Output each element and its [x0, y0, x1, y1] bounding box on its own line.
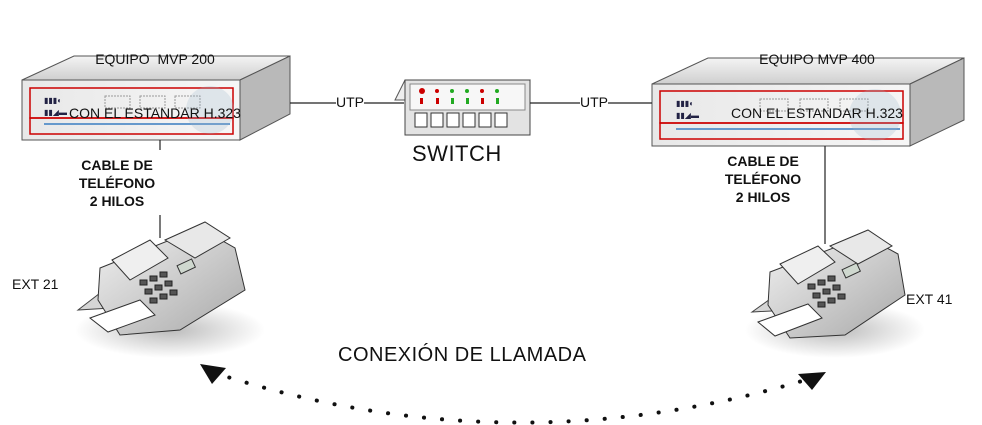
call-connection-arc — [210, 370, 814, 425]
cable-right-line2: TELÉFONO — [724, 171, 802, 187]
switch-label: SWITCH — [412, 141, 502, 166]
extension-right: EXT 41 — [906, 291, 953, 307]
cable-left-line1: CABLE DE — [81, 157, 153, 173]
device-right-title: EQUIPO MVP 400 CON EL ESTANDAR H.323 — [702, 14, 932, 140]
cable-right-line1: CABLE DE — [727, 153, 799, 169]
svg-text:▮▮◢▬: ▮▮◢▬ — [44, 108, 67, 117]
svg-text:▮▮▮◐: ▮▮▮◐ — [44, 96, 62, 105]
device-left-title-line2: CON EL ESTANDAR H.323 — [69, 105, 241, 121]
cable-left-line3: 2 HILOS — [89, 193, 145, 209]
svg-text:▮▮◢▬: ▮▮◢▬ — [676, 111, 699, 120]
device-mvp400: ▮▮▮◐ ▮▮◢▬ — [651, 57, 965, 147]
cable-label-left: CABLE DE TELÉFONO 2 HILOS — [62, 156, 172, 210]
call-connection-label: CONEXIÓN DE LLAMADA — [338, 344, 587, 366]
device-mvp200: ▮▮▮◐ ▮▮◢▬ — [21, 55, 291, 141]
arrowhead-right-icon — [798, 372, 826, 390]
utp-label-right: UTP — [580, 94, 608, 110]
device-right-title-line1: EQUIPO MVP 400 — [759, 51, 875, 67]
device-left-title: EQUIPO MVP 200 CON EL ESTANDAR H.323 — [40, 14, 270, 140]
device-right-title-line2: CON EL ESTANDAR H.323 — [731, 105, 903, 121]
svg-text:▮▮▮◐: ▮▮▮◐ — [676, 99, 694, 108]
utp-label-left: UTP — [336, 94, 364, 110]
extension-left: EXT 21 — [12, 276, 59, 292]
cable-right-line3: 2 HILOS — [735, 189, 791, 205]
cable-left-line2: TELÉFONO — [78, 175, 156, 191]
device-left-title-line1: EQUIPO MVP 200 — [95, 51, 215, 67]
arrowhead-left-icon — [200, 364, 226, 384]
switch-device — [394, 79, 531, 136]
fax-machine-left — [75, 221, 265, 358]
fax-machine-right — [745, 229, 925, 358]
cable-label-right: CABLE DE TELÉFONO 2 HILOS — [708, 152, 818, 206]
